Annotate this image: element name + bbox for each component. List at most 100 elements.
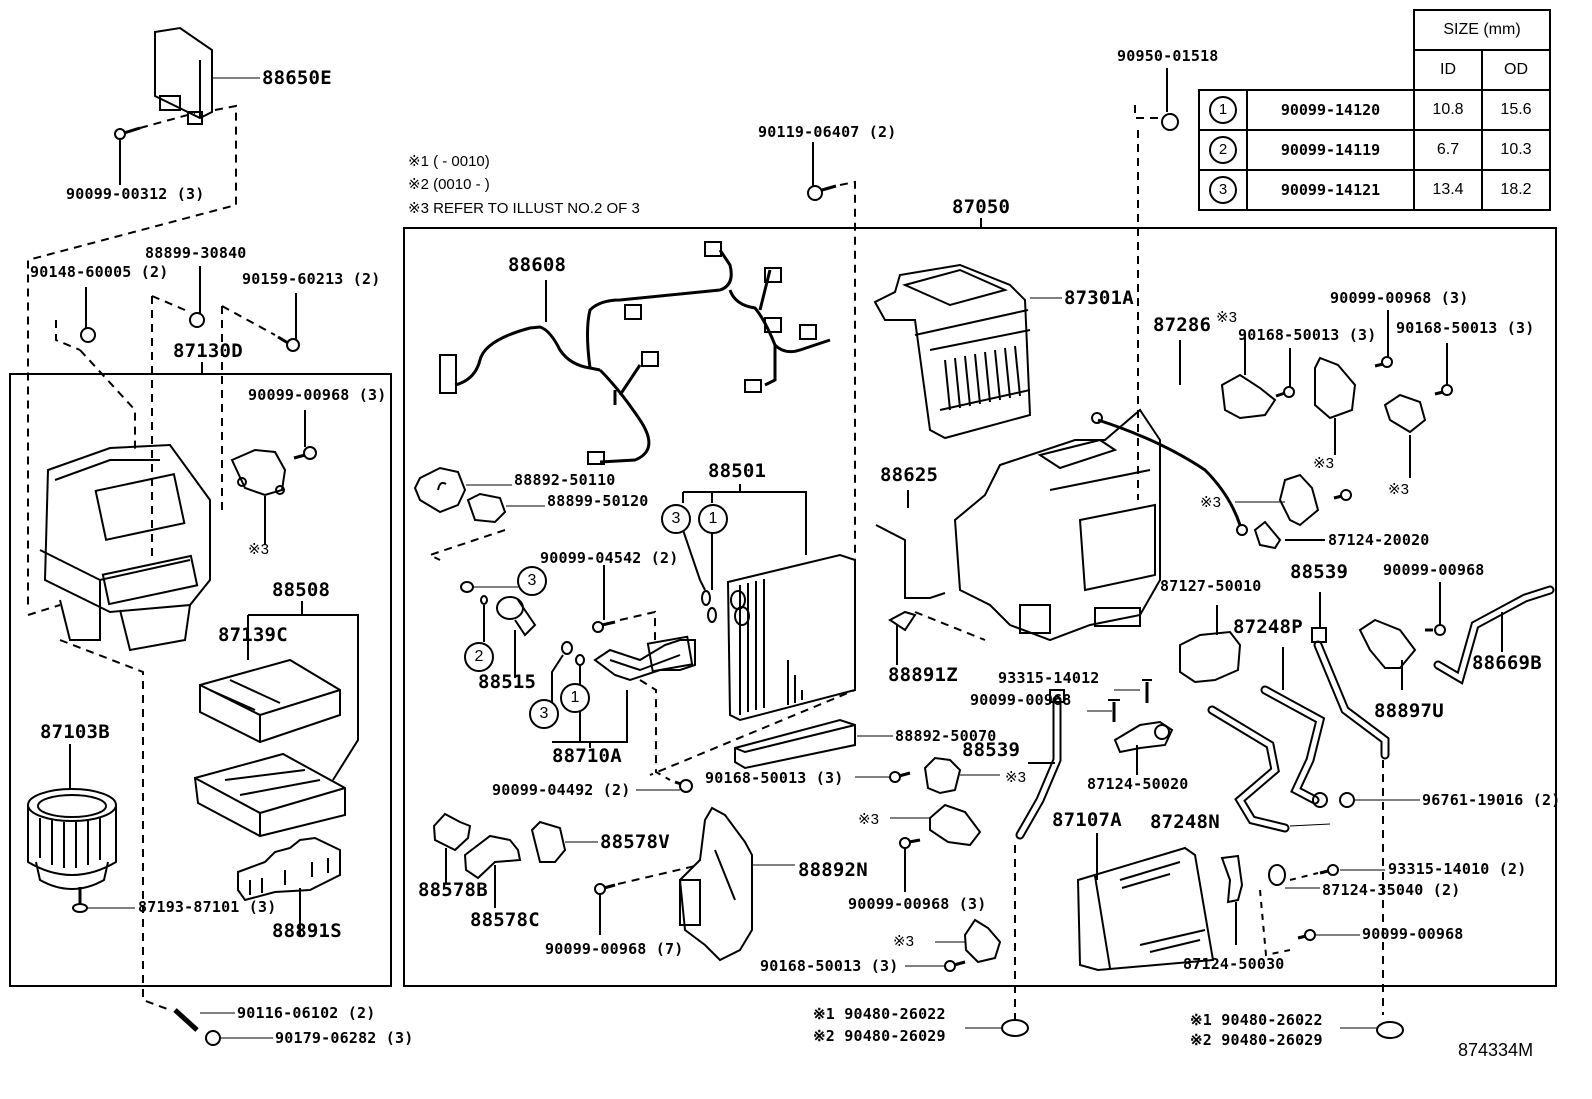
- part-label-87193-87101[interactable]: 87193-87101 (3): [138, 898, 277, 916]
- part-label-88625[interactable]: 88625: [880, 464, 939, 486]
- ref-note-3: ※3: [1313, 455, 1334, 472]
- servo-motor-e-shape: [1314, 356, 1357, 420]
- part-label-88515[interactable]: 88515: [478, 671, 537, 693]
- part-label-88669B[interactable]: 88669B: [1472, 652, 1542, 674]
- part-label-88650E[interactable]: 88650E: [262, 67, 332, 89]
- part-label-88892-50070[interactable]: 88892-50070: [895, 727, 997, 745]
- part-label-90099-00968-r[interactable]: 90099-00968 (3): [1330, 289, 1469, 307]
- size-row: 3 90099-14121 13.4 18.2: [1198, 169, 1551, 211]
- col-id: ID: [1413, 49, 1483, 91]
- part-label-grommet-a-2[interactable]: ※2 90480-26029: [813, 1027, 946, 1045]
- part-label-90099-00968-core[interactable]: 90099-00968: [1362, 925, 1464, 943]
- part-label-88539-lower[interactable]: 88539: [962, 739, 1021, 761]
- size-row: 1 90099-14120 10.8 15.6: [1198, 89, 1551, 131]
- part-label-90099-00968-blower[interactable]: 90099-00968 (3): [248, 386, 387, 404]
- screw-90159-shape: [286, 338, 300, 352]
- part-label-87124-35040[interactable]: 87124-35040 (2): [1322, 881, 1461, 899]
- part-label-90168-50013-r1[interactable]: 90168-50013 (3): [1238, 326, 1377, 344]
- clip-88899-30840-shape: [189, 312, 205, 328]
- part-label-88897U[interactable]: 88897U: [1374, 700, 1444, 722]
- part-label-grommet-b-1[interactable]: ※1 90480-26022: [1190, 1011, 1323, 1029]
- part-label-87139C[interactable]: 87139C: [218, 624, 288, 646]
- part-label-87301A[interactable]: 87301A: [1064, 287, 1134, 309]
- ref-note-3: ※3: [858, 811, 879, 828]
- part-label-88892-50110[interactable]: 88892-50110: [514, 471, 616, 489]
- part-label-87050[interactable]: 87050: [952, 196, 1011, 218]
- duct-bracket-88892N-shape: [678, 806, 753, 962]
- part-label-87103B[interactable]: 87103B: [40, 721, 110, 743]
- part-label-87124-20020[interactable]: 87124-20020: [1328, 531, 1430, 549]
- part-label-90148-60005[interactable]: 90148-60005 (2): [30, 263, 169, 281]
- part-label-87127-50010[interactable]: 87127-50010: [1160, 577, 1262, 595]
- part-label-90168-50013-r2[interactable]: 90168-50013 (3): [1396, 319, 1535, 337]
- part-label-90099-00312[interactable]: 90099-00312 (3): [66, 185, 205, 203]
- ref-circle: 1: [1209, 96, 1237, 124]
- part-label-90099-00968-7[interactable]: 90099-00968 (7): [545, 940, 684, 958]
- valve-88897U-shape: [1358, 618, 1417, 669]
- part-label-93315-14012[interactable]: 93315-14012: [998, 669, 1100, 687]
- servo-bracket-shape: [230, 448, 287, 497]
- heater-case-87050-shape: [953, 408, 1161, 642]
- evaporator-88501-shape: [726, 553, 856, 722]
- part-label-87124-50030[interactable]: 87124-50030: [1183, 955, 1285, 973]
- part-label-88899-30840[interactable]: 88899-30840: [145, 244, 247, 262]
- ref-circle: 3: [1209, 176, 1237, 204]
- part-label-88501[interactable]: 88501: [708, 460, 767, 482]
- seal-88892-50110-shape: [413, 466, 467, 514]
- part-label-90099-00968-clamp[interactable]: 90099-00968: [970, 691, 1072, 709]
- part-label-87130D[interactable]: 87130D: [173, 340, 243, 362]
- size-header: SIZE (mm): [1413, 9, 1551, 51]
- size-id: 10.8: [1413, 89, 1483, 131]
- part-label-88891S[interactable]: 88891S: [272, 920, 342, 942]
- oring-callout-3: 3: [529, 699, 559, 729]
- part-label-87107A[interactable]: 87107A: [1052, 809, 1122, 831]
- servo-motor-d-shape: [1220, 373, 1277, 420]
- part-label-90168-50013-evap[interactable]: 90168-50013 (3): [705, 769, 844, 787]
- part-label-88710A[interactable]: 88710A: [552, 745, 622, 767]
- part-label-96761-19016[interactable]: 96761-19016 (2): [1422, 791, 1561, 809]
- part-label-88578V[interactable]: 88578V: [600, 831, 670, 853]
- part-label-88892N[interactable]: 88892N: [798, 859, 868, 881]
- part-label-90159-60213[interactable]: 90159-60213 (2): [242, 270, 381, 288]
- part-label-90099-04542[interactable]: 90099-04542 (2): [540, 549, 679, 567]
- size-od: 15.6: [1481, 89, 1551, 131]
- ref-circle: 2: [1209, 136, 1237, 164]
- part-label-93315-14010[interactable]: 93315-14010 (2): [1388, 860, 1527, 878]
- wire-harness-88608-shape: [454, 249, 831, 464]
- part-label-88891Z[interactable]: 88891Z: [888, 664, 958, 686]
- part-label-88578C[interactable]: 88578C: [470, 909, 540, 931]
- part-label-87248N[interactable]: 87248N: [1150, 811, 1220, 833]
- part-label-88508[interactable]: 88508: [272, 579, 331, 601]
- duct-88578B-shape: [432, 812, 472, 852]
- part-label-88899-50120[interactable]: 88899-50120: [547, 492, 649, 510]
- part-label-87286[interactable]: 87286: [1153, 314, 1212, 336]
- ref-note-3: ※3: [1216, 309, 1237, 326]
- hose-size-table: SIZE (mm) ID OD 1 90099-14120 10.8 15.6 …: [1198, 9, 1551, 211]
- part-label-88578B[interactable]: 88578B: [418, 879, 488, 901]
- part-label-87124-50020[interactable]: 87124-50020: [1087, 775, 1189, 793]
- part-label-90099-00968-valve[interactable]: 90099-00968: [1383, 561, 1485, 579]
- servo-motor-a-shape: [923, 756, 962, 795]
- part-label-90116-06102[interactable]: 90116-06102 (2): [237, 1004, 376, 1022]
- heater-core-87107A-shape: [1076, 846, 1215, 972]
- air-filter-87139C-shape: [199, 658, 341, 744]
- sensor-88625-shape: [875, 524, 946, 599]
- part-label-90099-00968-servo[interactable]: 90099-00968 (3): [848, 895, 987, 913]
- part-label-90099-04492[interactable]: 90099-04492 (2): [492, 781, 631, 799]
- ref-note-3: ※3: [1005, 769, 1026, 786]
- part-label-90179-06282[interactable]: 90179-06282 (3): [275, 1029, 414, 1047]
- part-label-90168-50013-bottom[interactable]: 90168-50013 (3): [760, 957, 899, 975]
- part-label-grommet-b-2[interactable]: ※2 90480-26029: [1190, 1031, 1323, 1049]
- part-label-grommet-a-1[interactable]: ※1 90480-26022: [813, 1005, 946, 1023]
- pressure-switch-88515-shape: [496, 596, 537, 637]
- servo-motor-g-shape: [1278, 473, 1320, 527]
- part-label-90950-01518[interactable]: 90950-01518: [1117, 47, 1219, 65]
- part-label-87248P[interactable]: 87248P: [1233, 616, 1303, 638]
- size-id: 6.7: [1413, 129, 1483, 171]
- clip-90148-shape: [80, 327, 96, 343]
- part-label-90119-06407[interactable]: 90119-06407 (2): [758, 123, 897, 141]
- servo-motor-f-shape: [1383, 393, 1427, 434]
- part-label-88539-upper[interactable]: 88539: [1290, 561, 1349, 583]
- part-label-88608[interactable]: 88608: [508, 254, 567, 276]
- blower-case-87130D-shape: [39, 443, 211, 652]
